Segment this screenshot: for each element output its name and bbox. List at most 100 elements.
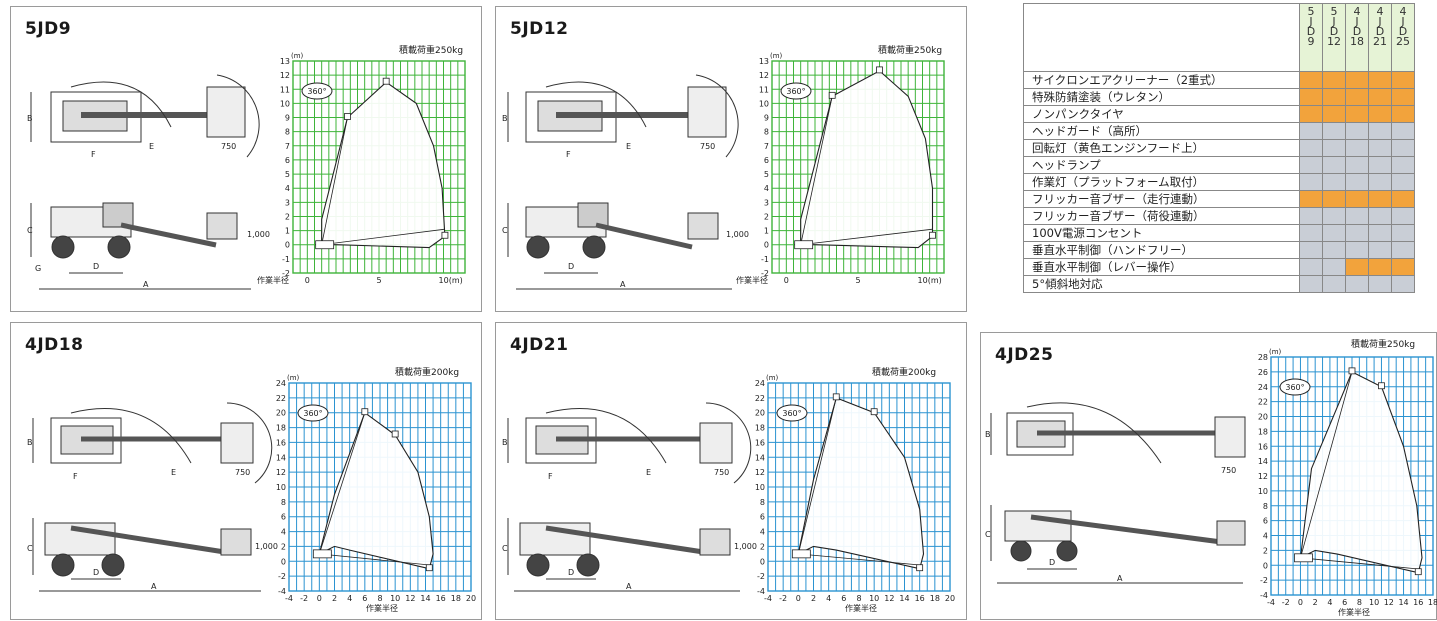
x-tick-label: 10(m) [439,276,463,285]
x-tick-label: 5 [376,276,381,285]
x-tick-label: 6 [1342,598,1347,607]
y-tick-label: 10 [276,483,286,492]
x-tick-label: 0 [784,276,789,285]
platform-marker [1348,367,1356,375]
option-cell [1345,241,1369,259]
y-tick-label: -1 [282,255,290,264]
table-row: 5°傾斜地対応 [1023,275,1415,293]
y-tick-label: 18 [1258,427,1268,436]
option-cell [1368,122,1392,140]
y-tick-label: 2 [281,542,286,551]
boom-line [321,117,348,245]
y-tick-label: 6 [281,513,286,522]
option-name: サイクロンエアクリーナー（2重式） [1023,71,1300,89]
rotation-label: 360° [303,409,322,418]
y-tick-label: 1 [764,227,769,236]
x-tick-label: 10 [869,594,879,603]
y-tick-label: -4 [1260,591,1268,600]
table-row: フリッカー音ブザー（走行連動） [1023,190,1415,208]
option-name: 100V電源コンセント [1023,224,1300,242]
table-row: 垂直水平制御（レバー操作） [1023,258,1415,276]
table-row: フリッカー音ブザー（荷役連動） [1023,207,1415,225]
x-tick-label: 12 [884,594,894,603]
y-tick-label: 16 [755,438,765,447]
y-tick-label: 28 [1258,353,1268,362]
model-header-char: J [1309,15,1313,28]
option-cell [1345,224,1369,242]
x-tick-label: 14 [420,594,430,603]
y-tick-label: 5 [764,170,769,179]
option-cell [1391,224,1415,242]
rotation-badge [776,404,808,422]
dim-label-d: D [568,262,574,271]
option-name: 5°傾斜地対応 [1023,275,1300,293]
option-cell [1368,156,1392,174]
platform-marker [876,66,883,74]
x-tick-label: 0 [305,276,310,285]
x-tick-label: 4 [1327,598,1332,607]
y-tick-label: 13 [759,57,769,66]
option-cell [1322,275,1346,293]
y-tick-label: -2 [278,572,286,581]
standard-equipment-cell [1345,258,1369,276]
standard-equipment-cell [1299,105,1323,123]
y-tick-label: 22 [1258,398,1268,407]
x-tick-label: 14 [1398,598,1408,607]
x-tick-label: -2 [1282,598,1290,607]
platform-marker [929,231,936,239]
panel-4jd21: 4JD21 積載荷重200kg B C D A E F 750 1,000 -4… [495,322,967,620]
y-tick-label: 8 [285,128,290,137]
y-tick-label: 4 [760,528,765,537]
y-tick-label: 10 [759,99,769,108]
rotation-badge [297,404,329,422]
panel-5jd9: 5JD9 積載荷重250kg B C D A E F G [10,6,482,312]
option-cell [1345,275,1369,293]
model-header-char: 4 [1353,5,1361,18]
option-name: ヘッドガード（高所） [1023,122,1300,140]
standard-equipment-cell [1322,105,1346,123]
option-cell [1345,139,1369,157]
y-tick-label: 22 [755,394,765,403]
option-cell [1299,122,1323,140]
machine-dimension-drawing: B C D A E F 750 1,000 [502,402,757,592]
y-tick-label: 24 [1258,383,1268,392]
dim-label-f: F [73,472,78,481]
x-tick-label: 18 [451,594,461,603]
model-header-char: J [1401,15,1405,28]
table-row: ヘッドガード（高所） [1023,122,1415,140]
grid-frame [292,60,466,274]
option-name: 垂直水平制御（レバー操作） [1023,258,1300,276]
dim-label-d: D [1049,558,1055,567]
x-tick-label: -4 [285,594,293,603]
dim-label-d: D [93,262,99,271]
y-tick-label: 11 [759,85,769,94]
standard-equipment-cell [1391,258,1415,276]
option-name: ヘッドランプ [1023,156,1300,174]
dim-label-e: E [646,468,651,477]
option-cell [1368,207,1392,225]
model-header-char: D [1306,25,1316,38]
base-machine [791,549,811,559]
dim-label-b: B [27,438,33,447]
dim-label-b: B [27,114,33,123]
panel-5jd12: 5JD12 積載荷重250kg B C D A E F 750 1,000 [495,6,967,312]
y-tick-label: 7 [764,142,769,151]
y-tick-label: 13 [280,57,290,66]
load-capacity-label: 積載荷重200kg [395,368,460,378]
work-radius-label: 作業半径 [1338,607,1370,617]
y-unit-label: (m) [766,374,779,382]
option-cell [1299,241,1323,259]
load-capacity-label: 積載荷重250kg [399,46,464,56]
dim-label-750: 750 [700,142,715,151]
standard-equipment-cell [1345,190,1369,208]
option-cell [1299,173,1323,191]
dim-label-f: F [91,150,96,159]
dim-label-d: D [568,568,574,577]
y-tick-label: 16 [1258,442,1268,451]
y-tick-label: 22 [276,394,286,403]
platform-marker [344,113,351,120]
